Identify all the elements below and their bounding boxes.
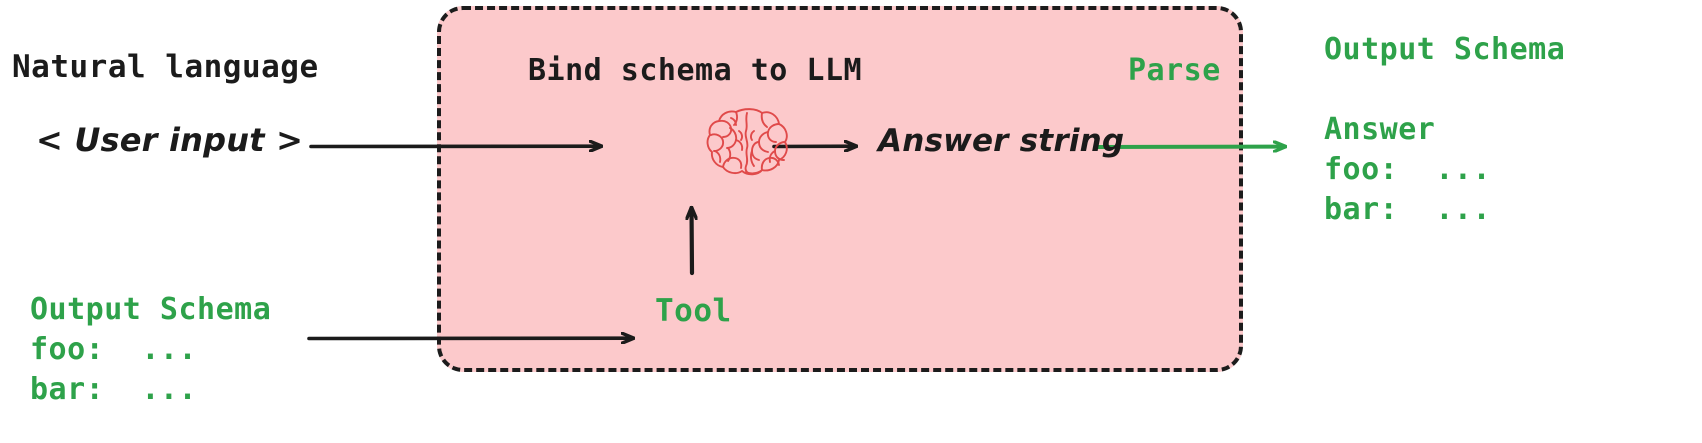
answer-string-text: Answer string	[878, 123, 1125, 159]
brain-icon	[706, 106, 790, 178]
llm-panel	[437, 6, 1243, 372]
user-input-text: < User input >	[36, 121, 304, 159]
natural-language-label: Natural language	[12, 49, 319, 85]
tool-label: Tool	[655, 293, 732, 329]
parse-label: Parse	[1128, 53, 1221, 88]
output-schema-block: Output Schema Answer foo: ... bar: ...	[1324, 32, 1566, 227]
input-output-schema-block: Output Schema foo: ... bar: ...	[30, 292, 272, 407]
bind-schema-label: Bind schema to LLM	[528, 53, 863, 88]
